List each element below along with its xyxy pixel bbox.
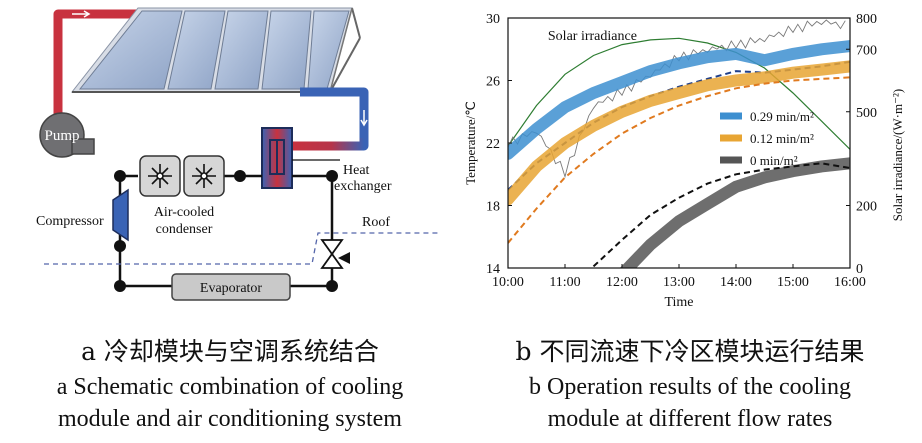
y2-tick-label: 0	[856, 262, 863, 277]
x-axis-label: Time	[664, 295, 693, 310]
heat-exchanger: Heat exchanger	[261, 127, 392, 194]
y-tick-label: 18	[486, 200, 500, 215]
series-dashed-1	[508, 76, 850, 244]
panel-b-chart: Solar irradiance Time Temperature/℃ Sola…	[463, 12, 905, 310]
caption-b-en-2: module at different flow rates	[547, 406, 833, 432]
pipe-junctions	[114, 170, 338, 292]
caption-a-en-1: a Schematic combination of cooling	[56, 374, 404, 400]
evaporator-label: Evaporator	[200, 281, 263, 296]
series-band-0	[508, 40, 850, 160]
expansion-valve-icon	[320, 239, 350, 269]
caption-b-en-1: b Operation results of the cooling	[529, 374, 851, 400]
heat-exchanger-label-2: exchanger	[334, 179, 392, 194]
fan-icon	[192, 164, 216, 188]
solar-cell	[214, 10, 269, 90]
panel-a-schematic: Pump Heat exchanger	[36, 7, 440, 301]
x-tick-label: 16:00	[834, 275, 866, 290]
solar-cell	[167, 10, 226, 90]
x-tick-label: 12:00	[606, 275, 638, 290]
y2-axis-label: Solar irradiance/(W·m⁻²)	[890, 89, 905, 221]
series-band-2	[619, 157, 850, 268]
fan-icon	[148, 164, 172, 188]
x-tick-label: 13:00	[663, 275, 695, 290]
y2-tick-label: 700	[856, 43, 877, 58]
legend-label: 0.12 min/m²	[750, 131, 814, 146]
hot-water-pipe	[53, 9, 138, 130]
air-cooled-condenser: Air-cooled condenser	[139, 155, 225, 237]
x-tick-label: 10:00	[492, 275, 524, 290]
caption-b-zh: b 不同流速下冷区模块运行结果	[515, 337, 865, 366]
evaporator: Evaporator	[171, 273, 291, 301]
roof-label: Roof	[362, 215, 390, 230]
cold-water-pipe	[292, 87, 369, 151]
irradiance-smooth-line	[508, 37, 850, 150]
caption-a-en-2: module and air conditioning system	[58, 406, 402, 432]
y2-tick-label: 200	[856, 200, 877, 215]
x-tick-label: 15:00	[777, 275, 809, 290]
irradiance-annotation: Solar irradiance	[548, 29, 637, 44]
y-tick-label: 22	[486, 137, 500, 152]
compressor-label: Compressor	[36, 214, 104, 229]
pump: Pump	[39, 112, 95, 158]
roof-line: Roof	[44, 215, 440, 265]
solar-cell	[78, 10, 183, 90]
x-tick-label: 11:00	[549, 275, 580, 290]
caption-a-zh: a 冷却模块与空调系统结合	[81, 337, 379, 366]
y2-tick-label: 800	[856, 12, 877, 27]
y2-tick-label: 500	[856, 106, 877, 121]
legend-label: 0.29 min/m²	[750, 109, 814, 124]
series-dashed-2	[592, 162, 850, 268]
pump-label: Pump	[44, 128, 79, 144]
y-axis-label: Temperature/℃	[463, 101, 478, 185]
y-tick-label: 30	[486, 12, 500, 27]
series-band-1	[508, 60, 850, 206]
condenser-label-1: Air-cooled	[154, 205, 214, 220]
compressor: Compressor	[36, 188, 129, 242]
return-pipe	[90, 141, 262, 151]
heat-exchanger-label-1: Heat	[343, 163, 370, 178]
y-tick-label: 14	[486, 262, 500, 277]
legend-label: 0 min/m²	[750, 153, 798, 168]
y-tick-label: 26	[486, 75, 500, 90]
condenser-label-2: condenser	[156, 222, 213, 237]
x-tick-label: 14:00	[720, 275, 752, 290]
